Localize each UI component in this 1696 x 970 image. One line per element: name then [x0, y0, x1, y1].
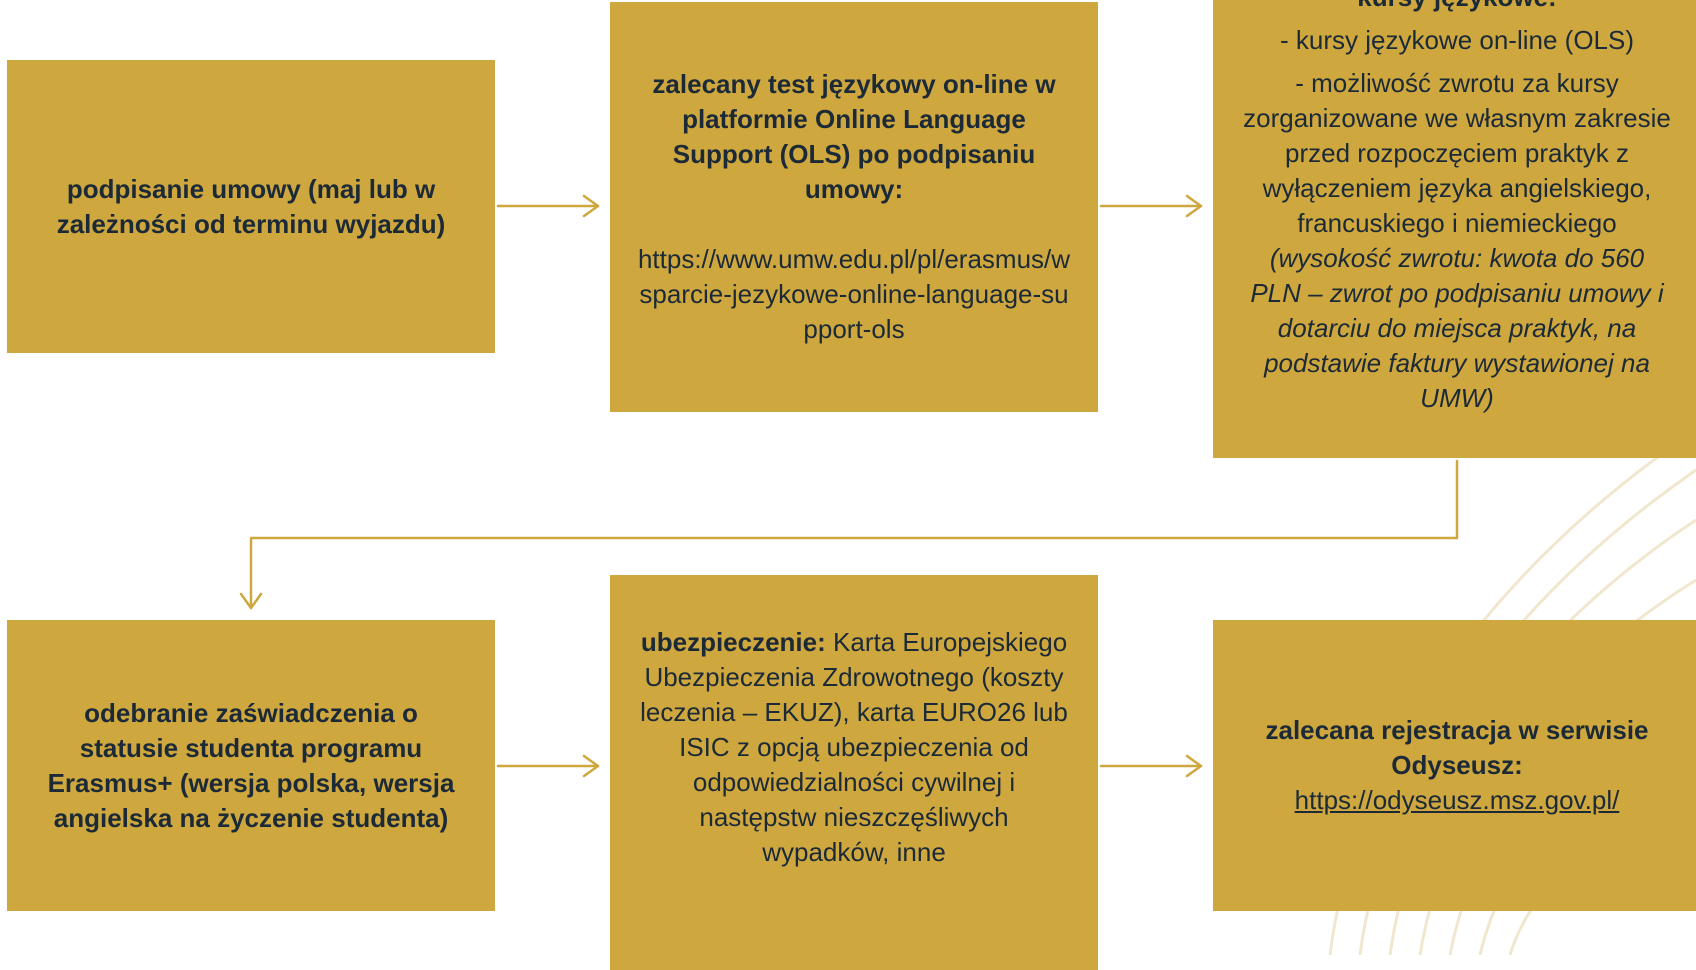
course-item-online: - kursy językowe on-line (OLS): [1280, 25, 1634, 55]
step-title: zalecana rejestracja w serwisie Odyseusz…: [1265, 715, 1649, 780]
refund-note: (wysokość zwrotu: kwota do 560 PLN – zwr…: [1250, 243, 1664, 413]
step-title: kursy językowe:: [1357, 0, 1556, 15]
step-box-language-test: zalecany test językowy on-line w platfor…: [610, 2, 1098, 412]
course-item-refund: - możliwość zwrotu za kursy zorganizowan…: [1243, 66, 1671, 416]
arrow-box5-to-box6: [1099, 754, 1203, 778]
step-title: podpisanie umowy (maj lub w zależności o…: [56, 173, 446, 239]
arrow-box4-to-box5: [496, 754, 600, 778]
step-box-student-certificate: odebranie zaświadczenia o statusie stude…: [7, 620, 495, 911]
step-box-sign-contract: podpisanie umowy (maj lub w zależności o…: [7, 60, 495, 353]
insurance-description: Karta Europejskiego Ubezpieczenia Zdrowo…: [640, 627, 1068, 867]
insurance-label: ubezpieczenie:: [640, 627, 826, 657]
refund-text: - możliwość zwrotu za kursy zorganizowan…: [1243, 68, 1671, 238]
ols-url: https://www.umw.edu.pl/pl/erasmus/wsparc…: [637, 244, 1071, 344]
step-box-insurance: ubezpieczenie: Karta Europejskiego Ubezp…: [610, 575, 1098, 970]
arrow-box1-to-box2: [496, 194, 600, 218]
odyseusz-link[interactable]: https://odyseusz.msz.gov.pl/: [1294, 785, 1620, 815]
arrow-box2-to-box3: [1099, 194, 1203, 218]
step-title: zalecany test językowy on-line w platfor…: [652, 69, 1056, 204]
step-box-language-courses: kursy językowe: - kursy językowe on-line…: [1213, 0, 1696, 458]
step-box-odyseusz: zalecana rejestracja w serwisie Odyseusz…: [1213, 620, 1696, 911]
step-title: odebranie zaświadczenia o statusie stude…: [47, 697, 455, 833]
arrow-box3-to-box4: [239, 459, 1459, 610]
insurance-text: ubezpieczenie: Karta Europejskiego Ubezp…: [636, 625, 1072, 870]
